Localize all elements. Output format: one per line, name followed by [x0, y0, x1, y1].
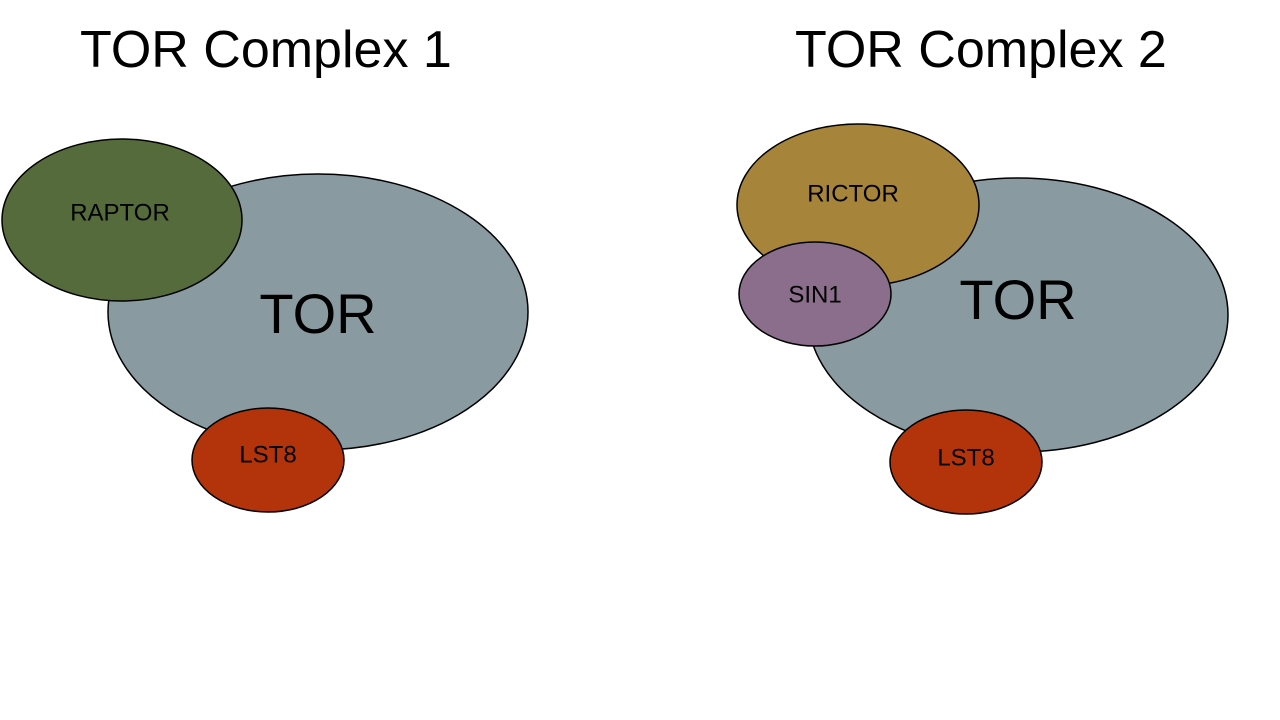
complex2-sin1-shape — [738, 241, 892, 347]
complex2-group: TOR RICTOR SIN1 LST8 — [736, 123, 1229, 515]
complex1-raptor-shape — [1, 138, 243, 302]
complex2-rictor-label: RICTOR — [807, 180, 899, 207]
complex2-sin1-label: SIN1 — [788, 281, 841, 308]
complex1-lst8-shape — [191, 407, 345, 513]
complex2-title: TOR Complex 2 — [795, 21, 1167, 79]
complex2-tor-label: TOR — [959, 268, 1076, 331]
complex1-raptor-label: RAPTOR — [70, 199, 170, 226]
complex1-group: TOR RAPTOR LST8 — [1, 138, 529, 513]
complex2-lst8-shape — [889, 409, 1043, 515]
complex2-lst8-label: LST8 — [937, 444, 994, 471]
complex1-title: TOR Complex 1 — [80, 21, 452, 79]
complex1-tor-label: TOR — [259, 282, 376, 345]
complex1-lst8-label: LST8 — [239, 441, 296, 468]
